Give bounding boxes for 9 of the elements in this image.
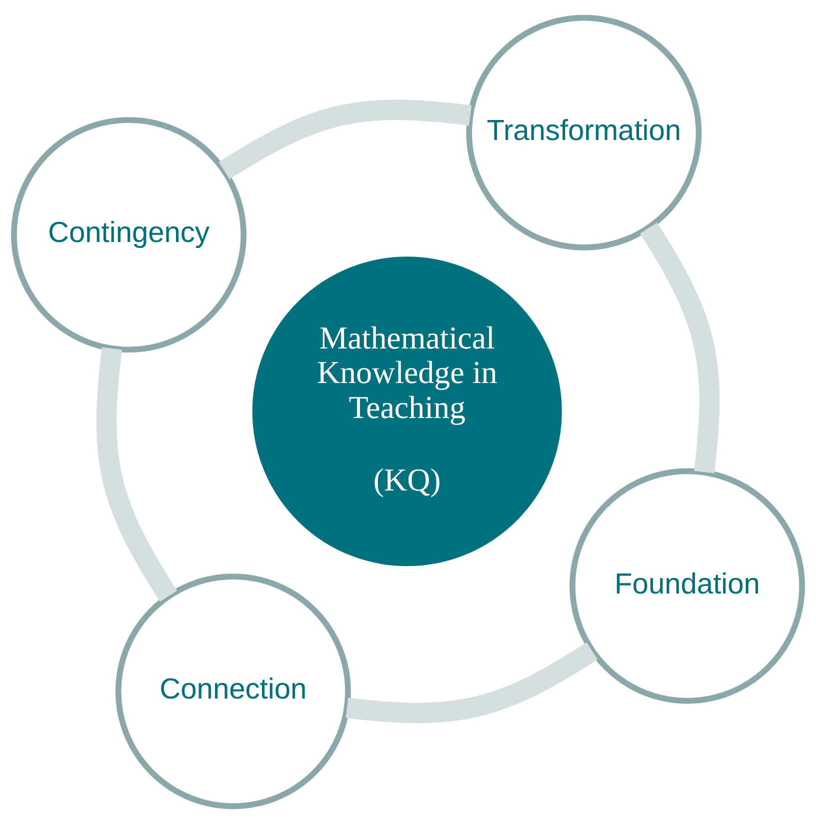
connector (640, 222, 720, 473)
node-circle: Transformation (466, 14, 702, 250)
connector (96, 346, 178, 602)
connector (218, 99, 472, 179)
connector (346, 642, 598, 723)
node-circle: Foundation (570, 468, 805, 704)
node-circle: Contingency (11, 116, 246, 352)
node-circle: Connection (115, 573, 351, 809)
node-circle: Mathematical Knowledge in Teaching (KQ) (252, 256, 562, 566)
